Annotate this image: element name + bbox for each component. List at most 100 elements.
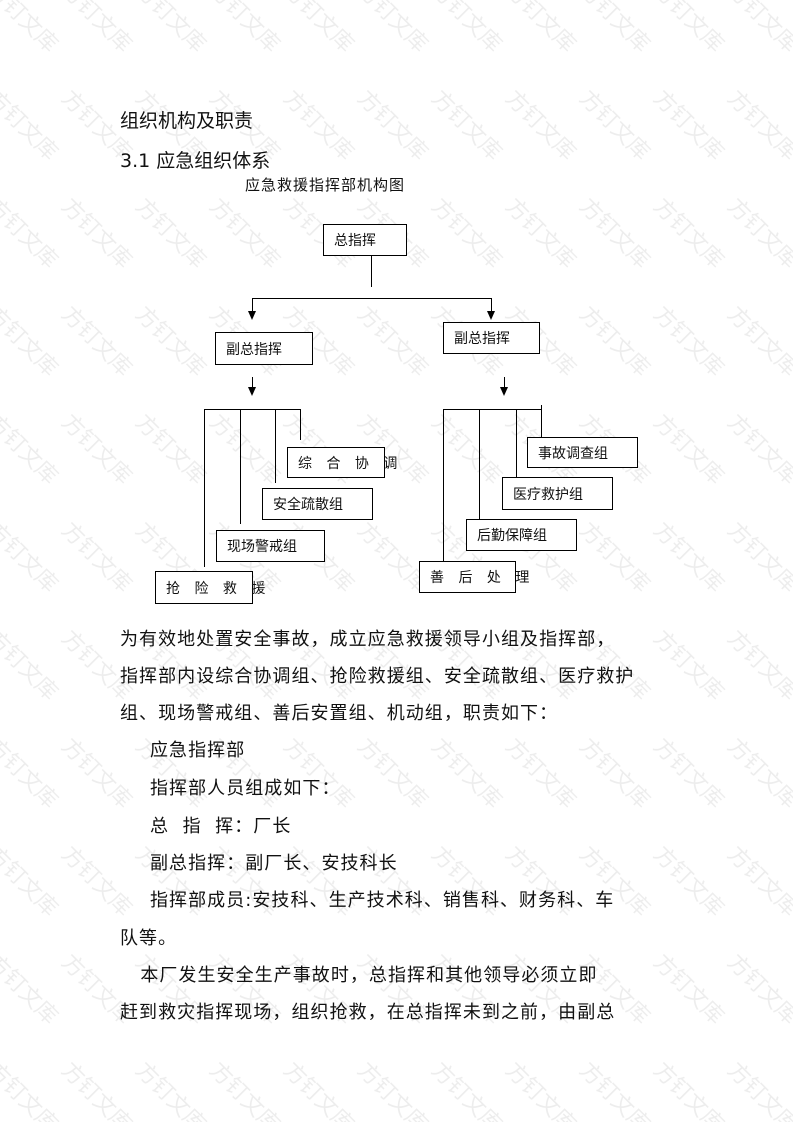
watermark-text: 方钉文库 [56, 1057, 137, 1122]
node-medical: 医疗救护组 [502, 477, 613, 510]
watermark-text: 方钉文库 [648, 625, 729, 706]
node-evacuation: 安全疏散组 [262, 488, 373, 520]
watermark-text: 方钉文库 [352, 0, 433, 58]
watermark-text: 方钉文库 [352, 85, 433, 166]
node-logistics: 后勤保障组 [466, 519, 577, 551]
body-line: 为有效地处置安全事故，成立应急救援领导小组及指挥部， [120, 629, 616, 650]
watermark-text: 方钉文库 [130, 409, 211, 490]
watermark-text: 方钉文库 [278, 733, 359, 814]
section-title: 3.1 应急组织体系 [120, 150, 271, 172]
watermark-text: 方钉文库 [352, 733, 433, 814]
body-line: 指挥部内设综合协调组、抢险救援组、安全疏散组、医疗救护 [120, 666, 635, 687]
watermark-text: 方钉文库 [204, 0, 285, 58]
watermark-text: 方钉文库 [0, 625, 63, 706]
watermark-text: 方钉文库 [722, 733, 793, 814]
arrow-down-icon [248, 387, 256, 396]
watermark-text: 方钉文库 [130, 1057, 211, 1122]
arrow-down-icon [487, 311, 495, 320]
watermark-text: 方钉文库 [574, 0, 655, 58]
watermark-text: 方钉文库 [648, 0, 729, 58]
watermark-text: 方钉文库 [648, 409, 729, 490]
body-line: 应急指挥部 [150, 740, 246, 761]
watermark-text: 方钉文库 [0, 1057, 63, 1122]
watermark-text: 方钉文库 [278, 85, 359, 166]
watermark-text: 方钉文库 [574, 517, 655, 598]
watermark-text: 方钉文库 [574, 1057, 655, 1122]
arrow-down-icon [248, 311, 256, 320]
watermark-text: 方钉文库 [648, 949, 729, 1030]
watermark-text: 方钉文库 [426, 193, 507, 274]
watermark-text: 方钉文库 [352, 1057, 433, 1122]
watermark-text: 方钉文库 [648, 517, 729, 598]
arrow-down-icon [500, 387, 508, 396]
watermark-text: 方钉文库 [500, 733, 581, 814]
body-line: 本厂发生安全生产事故时，总指挥和其他领导必须立即 [120, 965, 598, 986]
watermark-text: 方钉文库 [130, 193, 211, 274]
watermark-text: 方钉文库 [500, 85, 581, 166]
node-investigation: 事故调查组 [527, 437, 638, 468]
body-line: 队等。 [120, 928, 178, 949]
watermark-text: 方钉文库 [722, 841, 793, 922]
watermark-text: 方钉文库 [722, 301, 793, 382]
watermark-text: 方钉文库 [574, 85, 655, 166]
watermark-text: 方钉文库 [648, 85, 729, 166]
watermark-text: 方钉文库 [204, 193, 285, 274]
watermark-text: 方钉文库 [56, 517, 137, 598]
node-deputy-right: 副总指挥 [443, 322, 540, 354]
watermark-text: 方钉文库 [500, 0, 581, 58]
watermark-text: 方钉文库 [648, 733, 729, 814]
watermark-text: 方钉文库 [56, 0, 137, 58]
body-line: 指挥部人员组成如下： [150, 778, 341, 799]
node-cordon: 现场警戒组 [216, 530, 325, 562]
watermark-text: 方钉文库 [574, 733, 655, 814]
watermark-text: 方钉文库 [426, 85, 507, 166]
watermark-text: 方钉文库 [574, 193, 655, 274]
watermark-text: 方钉文库 [722, 517, 793, 598]
watermark-text: 方钉文库 [0, 301, 63, 382]
watermark-text: 方钉文库 [0, 409, 63, 490]
watermark-text: 方钉文库 [278, 1057, 359, 1122]
node-commander: 总指挥 [323, 224, 407, 256]
watermark-text: 方钉文库 [722, 949, 793, 1030]
watermark-text: 方钉文库 [56, 193, 137, 274]
watermark-text: 方钉文库 [722, 409, 793, 490]
body-line: 副总指挥：副厂长、安技科长 [150, 853, 398, 874]
body-line: 赶到救灾指挥现场，组织抢救，在总指挥未到之前，由副总 [120, 1002, 616, 1023]
watermark-text: 方钉文库 [722, 193, 793, 274]
watermark-text: 方钉文库 [500, 1057, 581, 1122]
heading: 组织机构及职责 [120, 110, 254, 132]
watermark-text: 方钉文库 [648, 1057, 729, 1122]
body-line: 总 指 挥：厂长 [150, 816, 292, 837]
watermark-text: 方钉文库 [0, 0, 63, 58]
body-line: 指挥部成员:安技科、生产技术科、销售科、财务科、车 [150, 890, 615, 911]
node-rescue: 抢 险 救 援 [155, 571, 265, 604]
node-deputy-left: 副总指挥 [215, 332, 313, 365]
watermark-text: 方钉文库 [648, 301, 729, 382]
watermark-text: 方钉文库 [204, 1057, 285, 1122]
node-aftermath: 善 后 处 理 [419, 561, 529, 593]
watermark-text: 方钉文库 [56, 733, 137, 814]
watermark-text: 方钉文库 [278, 0, 359, 58]
watermark-text: 方钉文库 [0, 841, 63, 922]
watermark-text: 方钉文库 [0, 193, 63, 274]
watermark-text: 方钉文库 [574, 301, 655, 382]
watermark-text: 方钉文库 [500, 193, 581, 274]
watermark-text: 方钉文库 [426, 0, 507, 58]
watermark-text: 方钉文库 [722, 0, 793, 58]
watermark-text: 方钉文库 [426, 1057, 507, 1122]
watermark-text: 方钉文库 [648, 193, 729, 274]
watermark-text: 方钉文库 [0, 733, 63, 814]
watermark-text: 方钉文库 [56, 409, 137, 490]
watermark-text: 方钉文库 [0, 85, 63, 166]
chart-title: 应急救援指挥部机构图 [245, 176, 406, 194]
watermark-text: 方钉文库 [352, 301, 433, 382]
watermark-text: 方钉文库 [0, 949, 63, 1030]
watermark-text: 方钉文库 [426, 733, 507, 814]
watermark-text: 方钉文库 [130, 301, 211, 382]
watermark-text: 方钉文库 [648, 841, 729, 922]
node-coordination: 综 合 协 调 [287, 447, 397, 478]
watermark-text: 方钉文库 [722, 85, 793, 166]
body-line: 组、现场警戒组、善后安置组、机动组，职责如下： [120, 703, 559, 724]
